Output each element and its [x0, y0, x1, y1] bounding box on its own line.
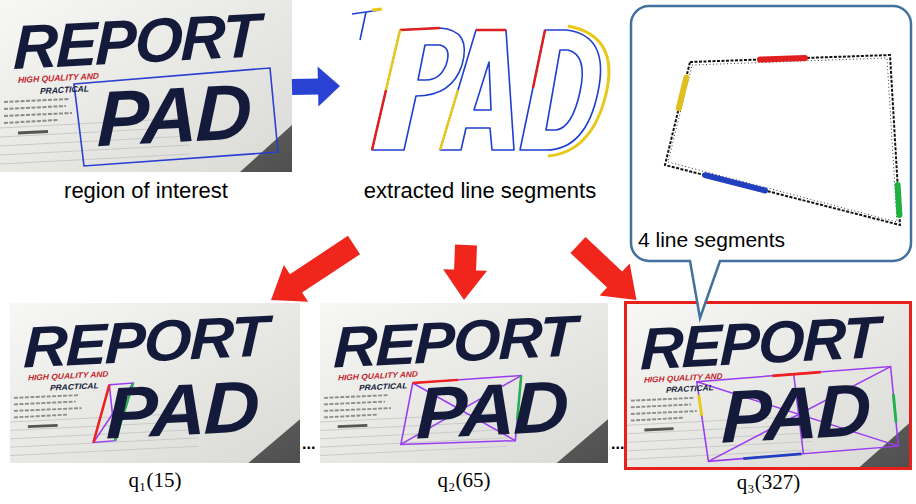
cover-tagline: HIGH QUALITY AND [644, 372, 723, 384]
rectangle-drawing [665, 55, 900, 225]
line-segment [474, 62, 491, 110]
cover-tagline: PRACTICAL [50, 382, 99, 392]
callout-outline [630, 5, 912, 325]
line-segment [372, 28, 464, 150]
callout-text: 4 line segments [638, 228, 904, 252]
noisy-outline [668, 58, 897, 222]
line-segment [760, 58, 805, 60]
callout-bubble: 4 line segments [630, 5, 912, 262]
quadrilateral [697, 367, 899, 462]
candidate-photo [10, 303, 300, 463]
line-segment [699, 395, 702, 416]
flow-arrow [292, 67, 340, 107]
cover-tagline: PRACTICAL [359, 382, 408, 392]
line-segment [352, 10, 380, 40]
image-caption: extracted line segments [340, 178, 620, 203]
line-segment [372, 9, 382, 10]
cover-tagline: HIGH QUALITY AND [28, 370, 109, 382]
roi-rectangle [74, 68, 278, 166]
image-caption: region of interest [0, 178, 292, 203]
line-segment [418, 45, 448, 80]
magazine-title: PAD [97, 72, 251, 158]
callout-ground [631, 6, 911, 318]
magazine-title: PAD [721, 372, 870, 454]
line-segment-drawing [352, 9, 609, 156]
input-photo [0, 0, 292, 172]
line-segment [743, 454, 801, 459]
magazine-title: REPORT [333, 307, 576, 377]
line-segment [440, 30, 514, 150]
line-segment [705, 175, 765, 190]
line-segment [898, 185, 900, 215]
magazine-title: REPORT [23, 307, 267, 377]
cover-tagline: PRACTICAL [40, 84, 89, 95]
candidate-photo [627, 304, 910, 467]
line-segment-image: extracted line segments [340, 2, 620, 245]
photo [320, 303, 608, 463]
line-segment [533, 30, 545, 88]
flow-arrow [443, 245, 487, 300]
magazine-title: PAD [106, 370, 259, 450]
magazine-title: REPORT [640, 308, 878, 379]
line-segment [372, 90, 386, 150]
magazine-title: PAD [415, 370, 567, 450]
noisy-outline [665, 55, 900, 225]
photo [10, 303, 300, 463]
cover-tagline: HIGH QUALITY AND [18, 72, 99, 85]
image-caption: q₃(327) [625, 470, 912, 494]
line-segment [679, 78, 687, 109]
cover-tagline: PRACTICAL [666, 384, 714, 395]
flow-arrow [271, 236, 360, 302]
photo [0, 0, 292, 172]
line-segment [476, 29, 506, 32]
photo [627, 304, 910, 467]
line-segment [400, 28, 440, 30]
line-segment [386, 30, 400, 90]
candidate-photo [320, 303, 608, 463]
selection-frame [626, 303, 911, 469]
line-segment [893, 394, 896, 422]
line-segment [548, 26, 609, 156]
image-caption: q₂(65) [320, 468, 608, 492]
magazine-title: REPORT [13, 4, 259, 79]
cover-tagline: HIGH QUALITY AND [338, 370, 418, 382]
line-segment [440, 90, 458, 150]
flow-arrow [570, 237, 636, 300]
ellipsis-mark: ... [302, 436, 315, 452]
callout-outline [631, 6, 911, 318]
ellipsis-mark: ... [611, 436, 624, 452]
image-caption: q₁(15) [10, 468, 300, 492]
line-segment [546, 50, 582, 130]
